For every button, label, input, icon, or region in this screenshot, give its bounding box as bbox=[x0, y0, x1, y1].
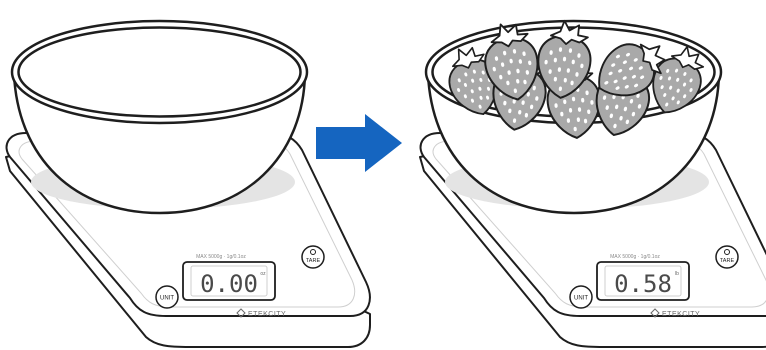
unit-button[interactable]: UNIT bbox=[574, 296, 588, 302]
spec-text: MAX 5000g · 1g/0.1oz bbox=[610, 254, 660, 260]
brand-logo: ETEKCITY bbox=[662, 311, 700, 318]
display-unit: oz bbox=[260, 271, 266, 277]
scale-left: MAX 5000g · 1g/0.1oz 0.00 oz UNIT TARE E… bbox=[6, 21, 370, 347]
display-value: 0.58 bbox=[614, 270, 672, 298]
display-value: 0.00 bbox=[200, 270, 258, 298]
scale-body-left bbox=[6, 21, 370, 347]
tare-button[interactable]: TARE bbox=[720, 258, 735, 264]
brand-logo: ETEKCITY bbox=[248, 311, 286, 318]
unit-button[interactable]: UNIT bbox=[160, 296, 174, 302]
spec-text: MAX 5000g · 1g/0.1oz bbox=[196, 254, 246, 260]
scale-right: MAX 5000g · 1g/0.1oz 0.58 lb UNIT TARE E… bbox=[420, 19, 766, 347]
tare-button[interactable]: TARE bbox=[306, 258, 321, 264]
display-unit: lb bbox=[675, 271, 679, 277]
arrow-right-icon bbox=[316, 114, 402, 172]
